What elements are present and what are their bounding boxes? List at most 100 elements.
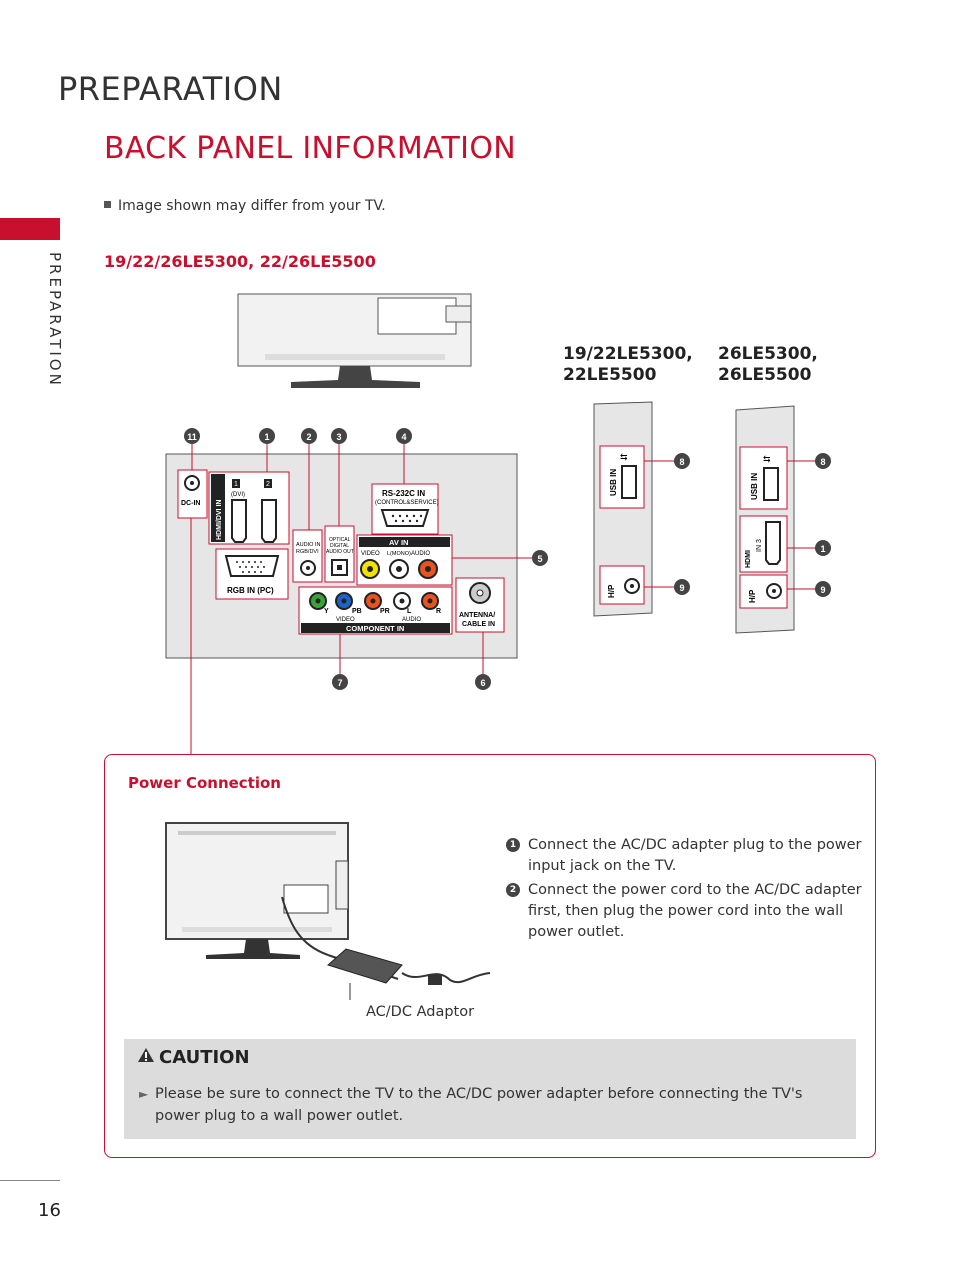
- audio-in-label: AUDIO IN: [296, 542, 320, 548]
- usb-icon: ⇆: [620, 452, 628, 462]
- antenna-label-2: CABLE IN: [462, 621, 495, 628]
- rs232-port: [380, 509, 430, 527]
- callout-8b: 8: [815, 453, 831, 469]
- component-l-label: L: [407, 608, 412, 615]
- component-in-label: COMPONENT IN: [346, 624, 404, 633]
- svg-text:4: 4: [401, 432, 406, 442]
- tv-stand: [206, 939, 300, 959]
- tv-back-outline: [165, 822, 349, 940]
- caution-text: ► Please be sure to connect the TV to th…: [139, 1083, 839, 1127]
- callout-1b: 1: [815, 540, 831, 556]
- usb-port-a: [621, 465, 637, 499]
- optical-label-2: DIGITAL: [330, 543, 349, 549]
- page-header-title: PREPARATION: [58, 70, 283, 108]
- ac-dc-adaptor: [327, 948, 403, 984]
- back-panel-diagram: DC-IN HDMI/DVI IN 1 2 (DVI) AUDIO IN RGB…: [165, 293, 831, 754]
- warning-icon: [138, 1048, 154, 1062]
- image-note: Image shown may differ from your TV.: [104, 198, 386, 214]
- component-video-label: VIDEO: [336, 617, 355, 623]
- dc-in-label: DC-IN: [181, 500, 200, 507]
- svg-text:2: 2: [306, 432, 311, 442]
- power-connection-box: [104, 754, 876, 1158]
- callout-4: 4: [396, 428, 412, 444]
- callout-7: 7: [332, 674, 348, 690]
- optical-label-3: AUDIO OUT: [326, 549, 354, 555]
- model-heading: 19/22/26LE5300, 22/26LE5500: [104, 252, 376, 271]
- av-video-label: VIDEO: [361, 551, 380, 557]
- callout-9a: 9: [674, 579, 690, 595]
- side-panel-b: USB IN ⇆ HDMI IN 3 H/P: [735, 405, 815, 634]
- hdmi-label: HDMI/DVI IN: [216, 500, 223, 540]
- dvi-label: (DVI): [231, 492, 245, 498]
- hdmi3-label: IN 3: [756, 539, 763, 552]
- svg-text:5: 5: [537, 554, 542, 564]
- hdmi-port-2: [261, 499, 277, 543]
- usb-in-label-b: USB IN: [750, 473, 759, 500]
- hdmi-label-strip: [211, 474, 225, 542]
- usb-port-b: [763, 467, 779, 501]
- svg-text:9: 9: [820, 585, 825, 595]
- component-r-label: R: [436, 608, 441, 615]
- callout-11: 11: [184, 428, 200, 444]
- hp-label-a: H/P: [607, 584, 616, 598]
- callout-5: 5: [532, 550, 548, 566]
- caution-title: CAUTION: [159, 1047, 250, 1068]
- side-panel-a: USB IN ⇆ H/P: [593, 401, 674, 617]
- hdmi-num-2: 2: [266, 481, 270, 488]
- power-step-2: 2 Connect the power cord to the AC/DC ad…: [506, 880, 866, 943]
- svg-text:9: 9: [679, 583, 684, 593]
- hdmi-num-1: 1: [234, 481, 238, 488]
- hp-label-b: H/P: [748, 589, 757, 603]
- component-audio-label: AUDIO: [402, 617, 421, 623]
- step-number-badge: 2: [506, 883, 520, 897]
- svg-text:8: 8: [679, 457, 684, 467]
- usb-in-label-a: USB IN: [609, 469, 618, 496]
- hdmi3-logo: HDMI: [745, 550, 752, 568]
- dc-cable: [281, 896, 329, 956]
- svg-text:1: 1: [820, 544, 825, 554]
- optical-label-1: OPTICAL: [329, 537, 351, 543]
- step-number-badge: 1: [506, 838, 520, 852]
- rs232-label: RS-232C IN: [382, 489, 425, 498]
- av-mono-label: L(MONO): [387, 551, 411, 557]
- power-connection-illustration: [165, 822, 491, 1000]
- hdmi-port-1: [231, 499, 247, 543]
- hdmi3-port: [765, 521, 781, 565]
- audio-in-sublabel: RGB/DVI: [296, 549, 319, 555]
- arrow-bullet-icon: ►: [139, 1087, 149, 1101]
- callout-6: 6: [475, 674, 491, 690]
- component-pb-label: PB: [352, 608, 362, 615]
- component-y-label: Y: [324, 608, 329, 615]
- power-plug: [428, 975, 442, 985]
- power-connection-title: Power Connection: [128, 774, 281, 792]
- power-cord: [401, 972, 491, 984]
- callout-3: 3: [331, 428, 347, 444]
- svg-text:8: 8: [820, 457, 825, 467]
- callout-8a: 8: [674, 453, 690, 469]
- svg-text:7: 7: [337, 678, 342, 688]
- callout-leader-lines: [191, 444, 532, 674]
- variant-heading-2: 26LE5300, 26LE5500: [718, 344, 818, 385]
- av-in-label: AV IN: [389, 538, 408, 547]
- footer-rule: [0, 1180, 60, 1181]
- usb-icon-b: ⇆: [763, 454, 771, 464]
- component-pr-label: PR: [380, 608, 390, 615]
- power-step-1: 1 Connect the AC/DC adapter plug to the …: [506, 835, 866, 877]
- section-title: BACK PANEL INFORMATION: [104, 131, 516, 166]
- svg-text:3: 3: [336, 432, 341, 442]
- antenna-label-1: ANTENNA/: [459, 612, 495, 619]
- variant-heading-1: 19/22LE5300, 22LE5500: [563, 344, 693, 385]
- rs232-sublabel: (CONTROL&SERVICE): [375, 500, 439, 506]
- svg-text:6: 6: [480, 678, 485, 688]
- callout-2: 2: [301, 428, 317, 444]
- rgb-in-label: RGB IN (PC): [227, 586, 274, 595]
- bullet-square-icon: [104, 201, 111, 208]
- tv-back-thumbnail: [237, 293, 472, 388]
- side-tab-marker: [0, 218, 60, 240]
- callout-1: 1: [259, 428, 275, 444]
- callout-9b: 9: [815, 581, 831, 597]
- av-audio-label: AUDIO: [411, 551, 430, 557]
- caution-box: [124, 1039, 856, 1139]
- page-number: 16: [38, 1200, 61, 1221]
- side-section-label: PREPARATION: [46, 252, 64, 388]
